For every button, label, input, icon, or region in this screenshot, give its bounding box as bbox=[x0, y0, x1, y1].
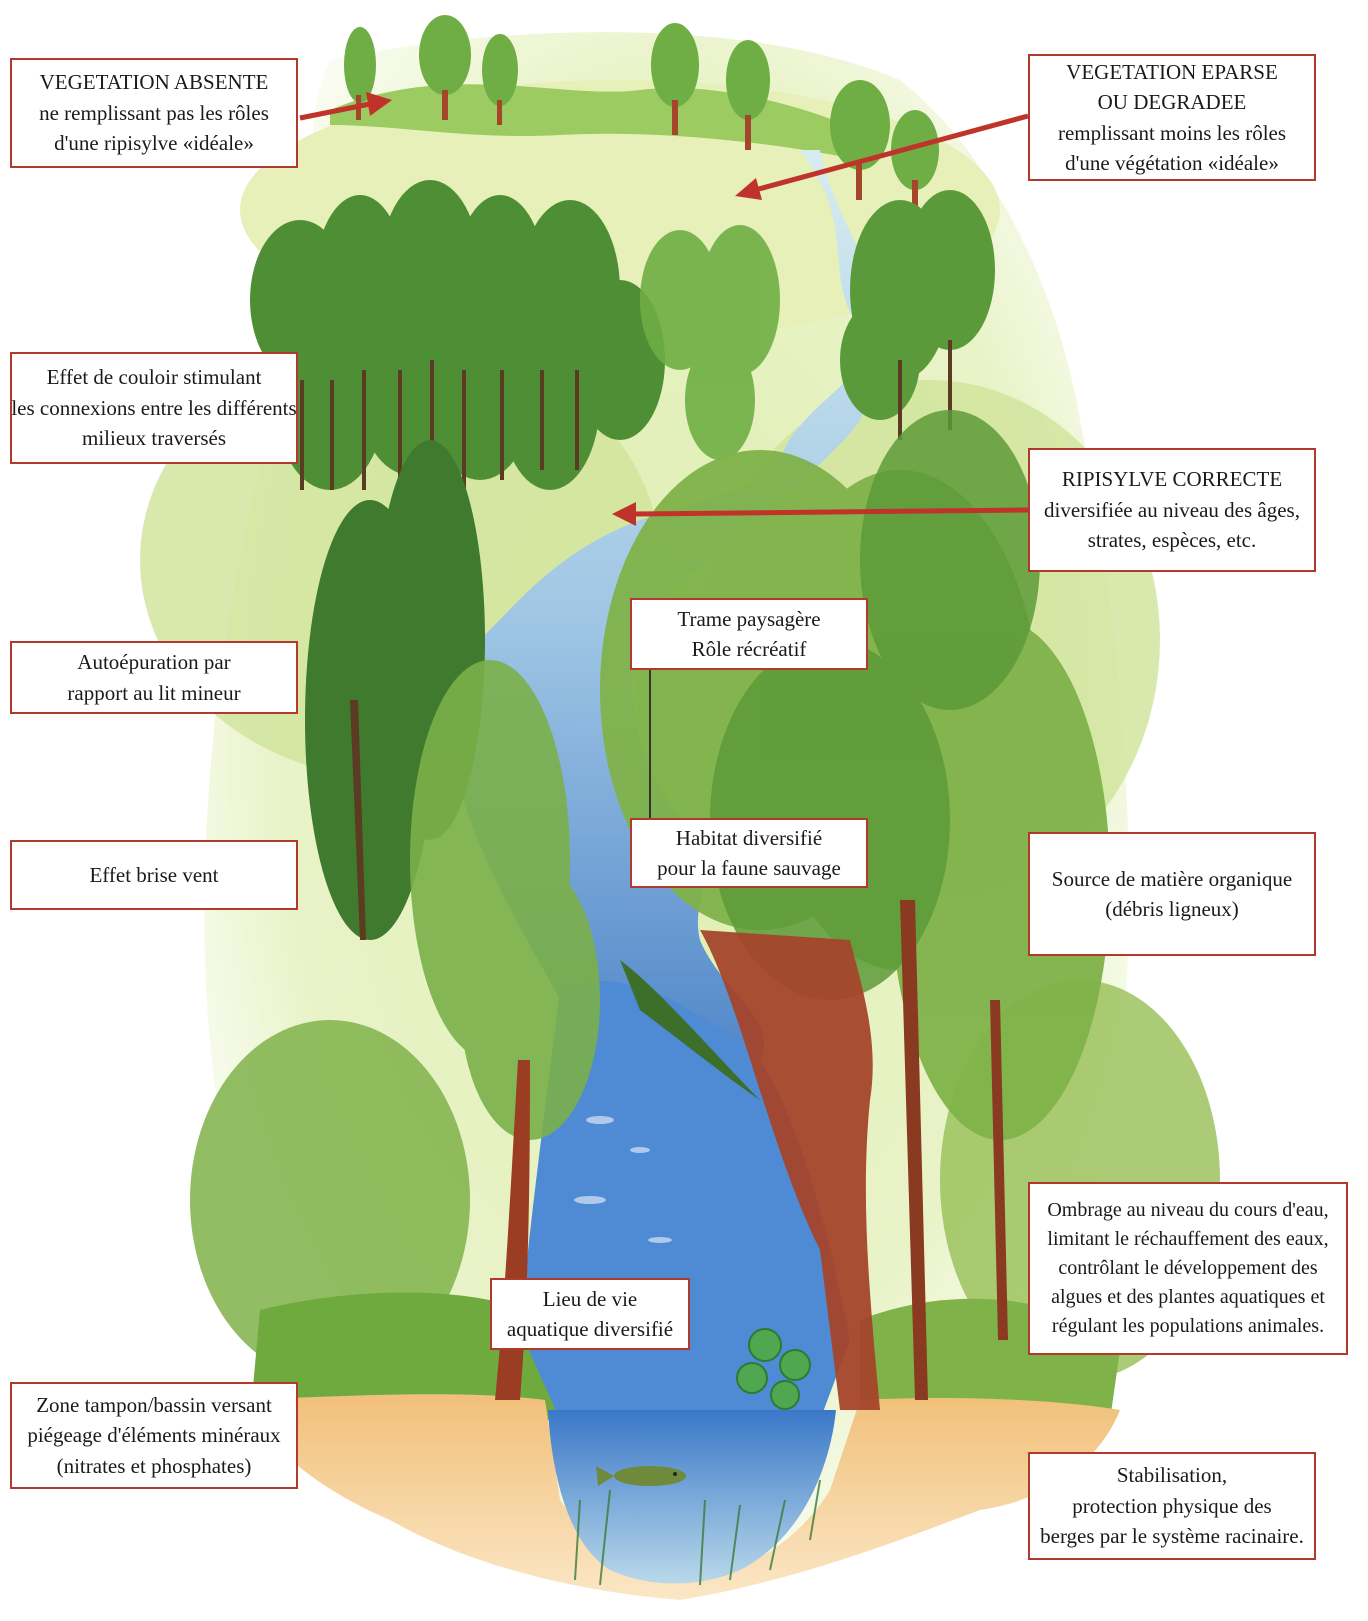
label-vegetation-absente: VEGETATION ABSENTE ne remplissant pas le… bbox=[10, 58, 298, 168]
label-line: remplissant moins les rôles bbox=[1058, 118, 1286, 148]
label-line: Trame paysagère bbox=[677, 604, 820, 634]
label-line: rapport au lit mineur bbox=[67, 678, 240, 708]
label-line: aquatique diversifié bbox=[507, 1314, 673, 1344]
label-line: (débris ligneux) bbox=[1052, 894, 1292, 924]
label-line: (nitrates et phosphates) bbox=[27, 1451, 280, 1481]
label-line: VEGETATION ABSENTE bbox=[39, 67, 269, 97]
label-line: Source de matière organique bbox=[1052, 864, 1292, 894]
label-line: Autoépuration par bbox=[67, 647, 240, 677]
label-line: OU DEGRADEE bbox=[1058, 87, 1286, 117]
soil-cross-section bbox=[240, 1394, 1120, 1600]
label-ombrage: Ombrage au niveau du cours d'eau, limita… bbox=[1028, 1182, 1348, 1355]
label-line: Stabilisation, bbox=[1040, 1460, 1304, 1490]
label-line: RIPISYLVE CORRECTE bbox=[1044, 464, 1300, 494]
label-line: Ombrage au niveau du cours d'eau, bbox=[1047, 1196, 1328, 1225]
label-lieu-vie: Lieu de vie aquatique diversifié bbox=[490, 1278, 690, 1350]
label-matiere-organique: Source de matière organique (débris lign… bbox=[1028, 832, 1316, 956]
label-stabilisation: Stabilisation, protection physique des b… bbox=[1028, 1452, 1316, 1560]
label-line: Zone tampon/bassin versant bbox=[27, 1390, 280, 1420]
label-line: Rôle récréatif bbox=[677, 634, 820, 664]
label-brise-vent: Effet brise vent bbox=[10, 840, 298, 910]
label-line: d'une végétation «idéale» bbox=[1058, 148, 1286, 178]
label-line: ne remplissant pas les rôles bbox=[39, 98, 269, 128]
label-habitat: Habitat diversifié pour la faune sauvage bbox=[630, 818, 868, 888]
label-ripisylve-correcte: RIPISYLVE CORRECTE diversifiée au niveau… bbox=[1028, 448, 1316, 572]
label-trame-paysagere: Trame paysagère Rôle récréatif bbox=[630, 598, 868, 670]
label-line: d'une ripisylve «idéale» bbox=[39, 128, 269, 158]
label-line: limitant le réchauffement des eaux, bbox=[1047, 1225, 1328, 1254]
label-line: strates, espèces, etc. bbox=[1044, 525, 1300, 555]
label-line: diversifiée au niveau des âges, bbox=[1044, 495, 1300, 525]
label-line: pour la faune sauvage bbox=[657, 853, 841, 883]
label-autoepuration: Autoépuration par rapport au lit mineur bbox=[10, 641, 298, 714]
label-line: régulant les populations animales. bbox=[1047, 1312, 1328, 1341]
label-effet-couloir: Effet de couloir stimulant les connexion… bbox=[10, 352, 298, 464]
label-line: milieux traversés bbox=[11, 423, 296, 453]
label-line: berges par le système racinaire. bbox=[1040, 1521, 1304, 1551]
label-zone-tampon: Zone tampon/bassin versant piégeage d'él… bbox=[10, 1382, 298, 1489]
label-line: Effet de couloir stimulant bbox=[11, 362, 296, 392]
label-line: VEGETATION EPARSE bbox=[1058, 57, 1286, 87]
label-line: algues et des plantes aquatiques et bbox=[1047, 1283, 1328, 1312]
label-line: protection physique des bbox=[1040, 1491, 1304, 1521]
label-line: Lieu de vie bbox=[507, 1284, 673, 1314]
label-line: contrôlant le développement des bbox=[1047, 1254, 1328, 1283]
label-line: Habitat diversifié bbox=[657, 823, 841, 853]
label-line: Effet brise vent bbox=[89, 860, 218, 890]
label-line: piégeage d'éléments minéraux bbox=[27, 1420, 280, 1450]
label-line: les connexions entre les différents bbox=[11, 393, 296, 423]
label-vegetation-eparse: VEGETATION EPARSE OU DEGRADEE remplissan… bbox=[1028, 54, 1316, 181]
